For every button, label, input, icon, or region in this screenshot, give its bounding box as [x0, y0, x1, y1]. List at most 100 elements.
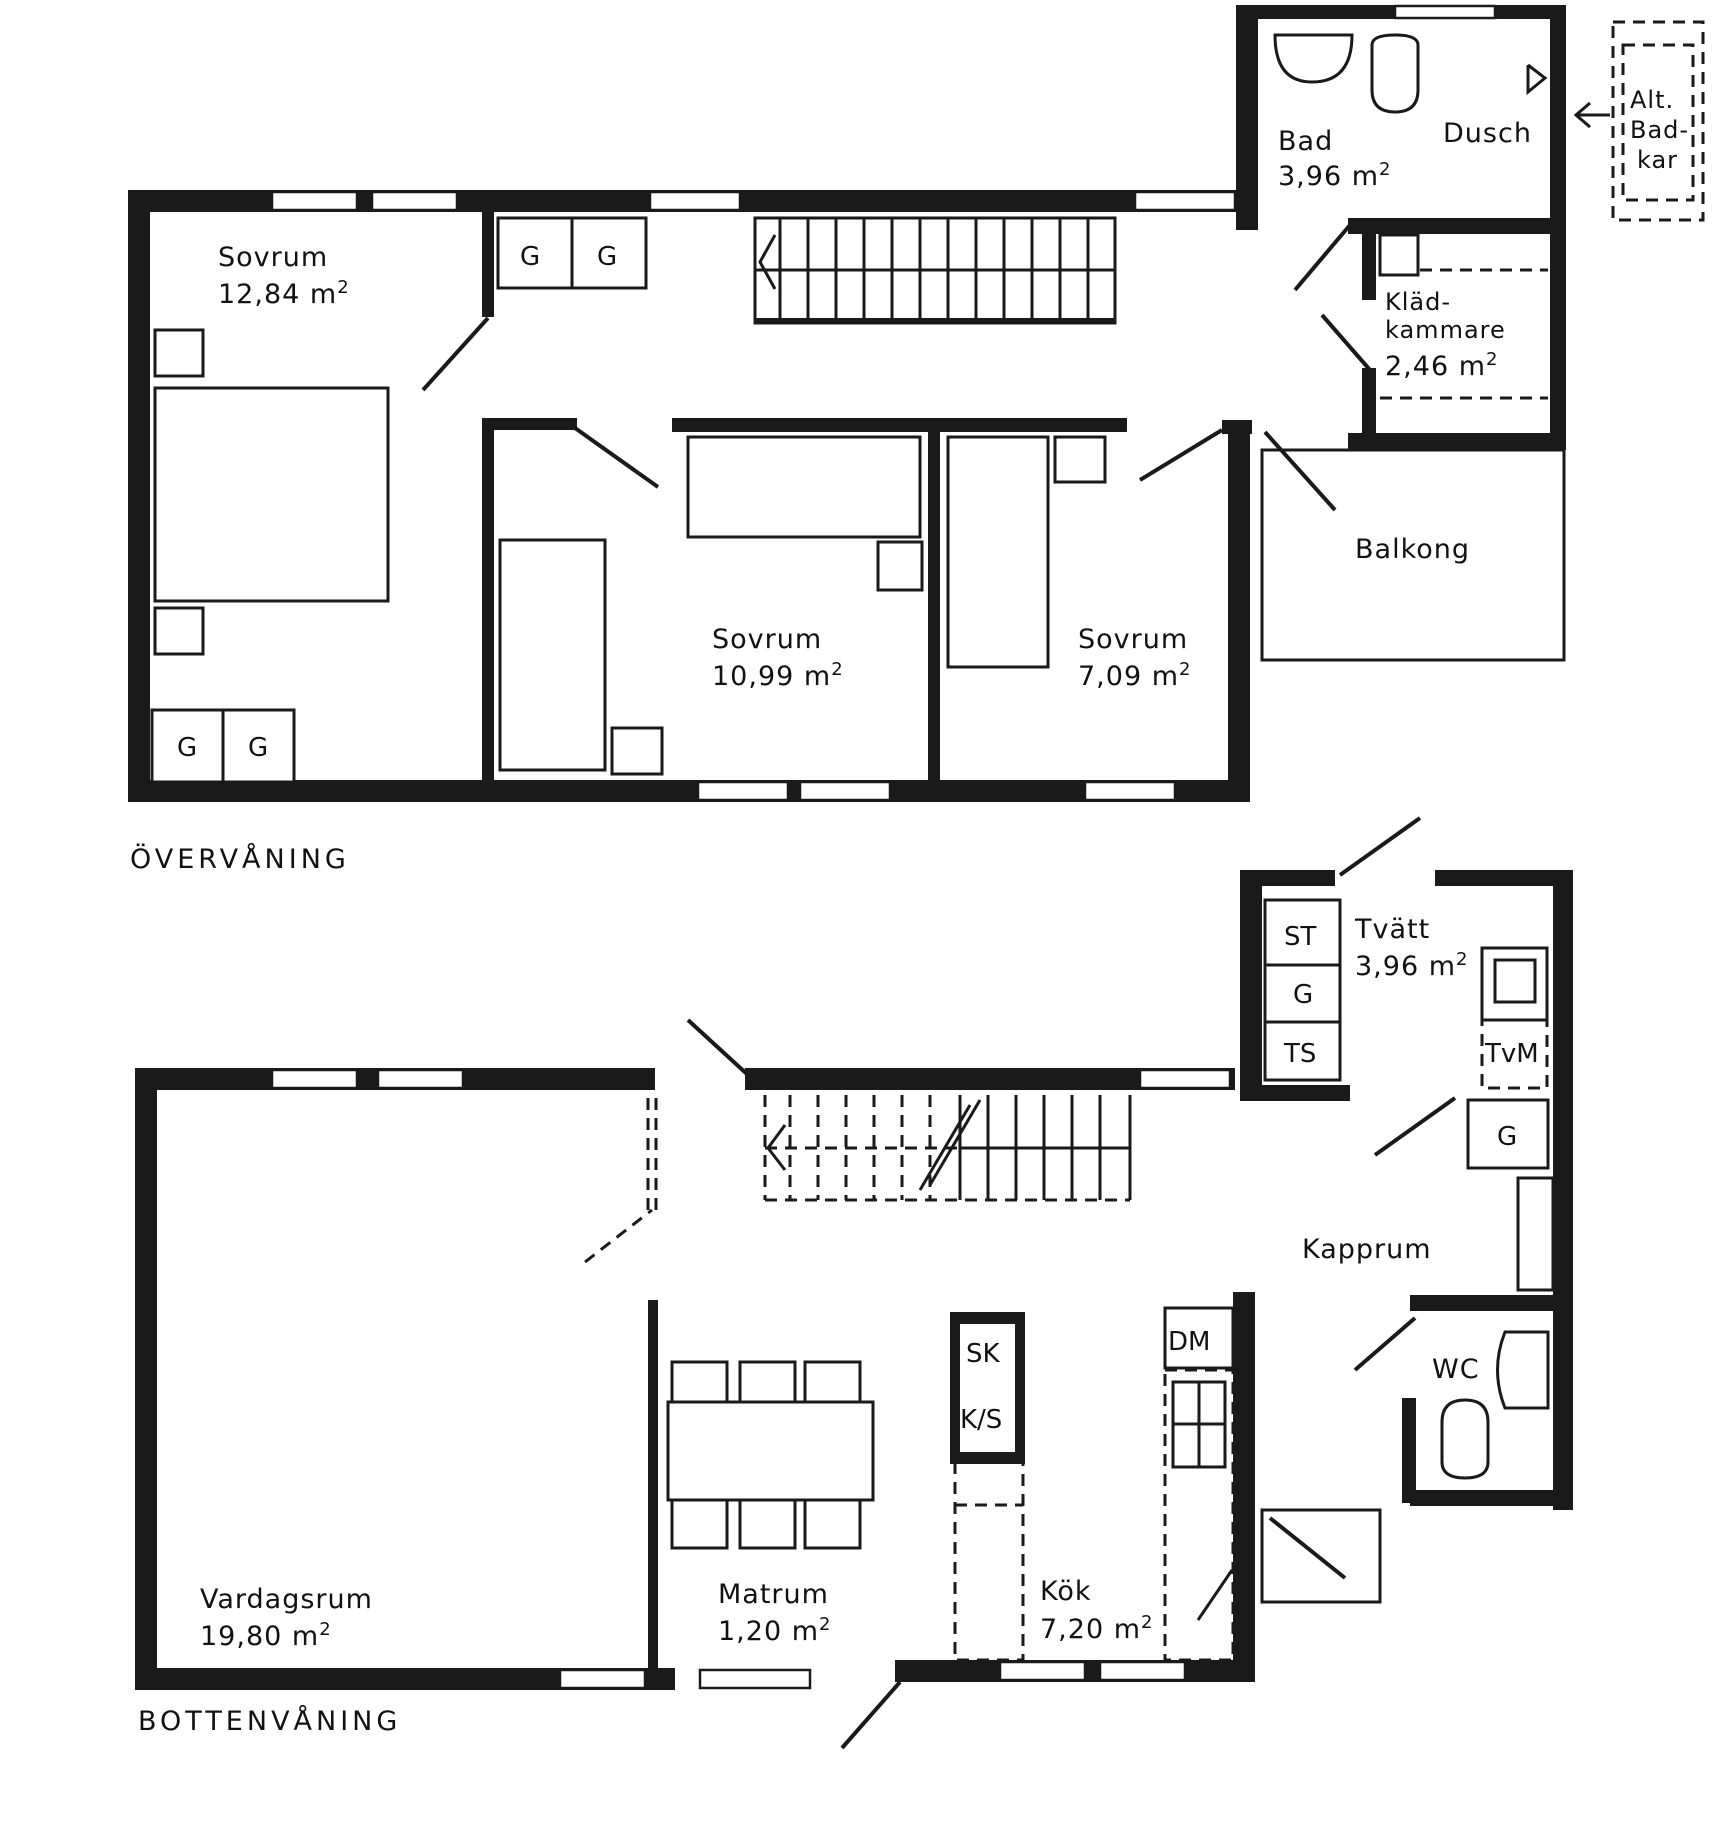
single-bed — [946, 435, 1050, 669]
wall-bed1-stub — [482, 205, 494, 317]
hall-cabinet-g — [1466, 1098, 1550, 1170]
dryer-cabinet — [1480, 1018, 1549, 1090]
door-swing — [1338, 816, 1422, 877]
kitchen-counter-right — [1163, 1368, 1235, 1662]
area-text: 19,80 m — [200, 1621, 319, 1652]
room-label-klad-1: Kläd- — [1385, 288, 1451, 316]
upper-wall-south — [128, 780, 1250, 802]
door-swing — [1353, 1316, 1417, 1372]
upper-wall-west — [128, 190, 150, 802]
nightstand — [153, 328, 205, 378]
area-text: 2,46 m — [1385, 351, 1486, 382]
fixture-ks: K/S — [960, 1405, 1002, 1435]
area-text: 10,99 m — [712, 661, 831, 692]
fixture-sk: SK — [966, 1339, 1001, 1369]
room-label-sovrum2: Sovrum — [712, 624, 822, 655]
fixture-g: G — [248, 733, 268, 763]
window — [376, 1068, 465, 1090]
wc-toilet — [1440, 1398, 1490, 1480]
laundry-wall-south — [1240, 1085, 1350, 1101]
fixture-g: G — [597, 242, 617, 272]
upper-stairs — [753, 216, 1117, 325]
fixture-ts: TS — [1283, 1039, 1316, 1069]
upper-wall-east — [1228, 420, 1250, 800]
wall-bed23-north — [672, 418, 1127, 432]
area-text: 1,20 m — [718, 1616, 819, 1647]
room-label-wc: WC — [1432, 1354, 1480, 1385]
chair — [670, 1360, 729, 1404]
door-swing — [1320, 313, 1372, 372]
alt-label-2: Bad- — [1630, 116, 1689, 144]
area-text: 7,20 m — [1040, 1614, 1141, 1645]
closet-wall-south — [1348, 433, 1566, 449]
fixture-dm: DM — [1168, 1327, 1210, 1357]
lower-wall-south-a — [135, 1668, 675, 1690]
alt-label-1: Alt. — [1630, 86, 1674, 114]
area-sup: 2 — [831, 659, 843, 680]
chair — [803, 1360, 862, 1404]
balcony-outline — [1260, 448, 1566, 662]
room-label-tvatt: Tvätt — [1354, 914, 1430, 945]
sink — [1273, 33, 1354, 84]
closet-wall-1 — [1362, 225, 1376, 300]
room-label-vardagsrum: Vardagsrum — [200, 1584, 373, 1615]
shower-head-icon — [1526, 63, 1548, 96]
window — [1083, 780, 1177, 802]
alt-bathtub-outline — [1611, 20, 1705, 222]
room-area-sovrum1: 12,84 m2 — [218, 277, 350, 310]
chair — [876, 540, 924, 592]
area-text: 3,96 m — [1278, 161, 1379, 192]
wardrobe-g-bed1 — [150, 708, 296, 784]
kitchen-counter-left — [953, 1460, 1025, 1662]
washer-drum — [1493, 958, 1537, 1004]
room-area-kok: 7,20 m2 — [1040, 1612, 1153, 1645]
floor-label-lower: BOTTENVÅNING — [138, 1705, 401, 1737]
sink-line — [1196, 1569, 1234, 1621]
door-swing — [573, 426, 660, 489]
door-swing — [1263, 430, 1337, 512]
counter-top — [950, 1312, 1025, 1324]
area-sup: 2 — [1456, 949, 1468, 970]
window — [698, 1668, 812, 1690]
wall-bed23-split — [928, 418, 940, 790]
door-swing — [686, 1018, 750, 1077]
chair — [738, 1498, 797, 1550]
window — [998, 1660, 1087, 1682]
window — [648, 190, 742, 212]
dishwasher — [1163, 1306, 1235, 1370]
window — [558, 1668, 647, 1690]
area-text: 12,84 m — [218, 279, 337, 310]
window — [370, 190, 459, 212]
alt-bathtub-inner — [1621, 43, 1695, 202]
lower-wall-kitchen-east — [1233, 1292, 1255, 1682]
area-sup: 2 — [819, 1614, 831, 1635]
wall-dining-divider — [648, 1300, 658, 1680]
area-text: 3,96 m — [1355, 951, 1456, 982]
fixture-g: G — [177, 733, 197, 763]
room-area-sovrum2: 10,99 m2 — [712, 659, 844, 692]
lower-stairs — [763, 1095, 1132, 1202]
fixture-g: G — [520, 242, 540, 272]
floor-label-upper: ÖVERVÅNING — [130, 843, 350, 875]
area-sup: 2 — [1379, 159, 1391, 180]
wc-wall-west — [1402, 1398, 1416, 1503]
lower-wall-east — [1553, 870, 1573, 1510]
wall-balcony-corner — [1222, 420, 1252, 434]
room-label-balkong: Balkong — [1355, 534, 1470, 565]
closet-wall-2 — [1362, 368, 1376, 448]
laundry-wall-west — [1240, 870, 1262, 1100]
room-area-tvatt: 3,96 m2 — [1355, 949, 1468, 982]
laundry-wall-north-b — [1435, 870, 1570, 886]
arrow-head-icon — [1573, 101, 1591, 129]
lower-wall-west — [135, 1068, 157, 1690]
window — [1098, 1660, 1187, 1682]
window — [798, 780, 892, 802]
chair — [670, 1498, 729, 1550]
room-label-kok: Kök — [1040, 1576, 1092, 1607]
fixture-g: G — [1497, 1122, 1517, 1152]
window — [1133, 190, 1237, 212]
fixture-tvm: TvM — [1484, 1039, 1539, 1069]
nightstand — [610, 726, 664, 776]
door-swing — [840, 1680, 902, 1750]
